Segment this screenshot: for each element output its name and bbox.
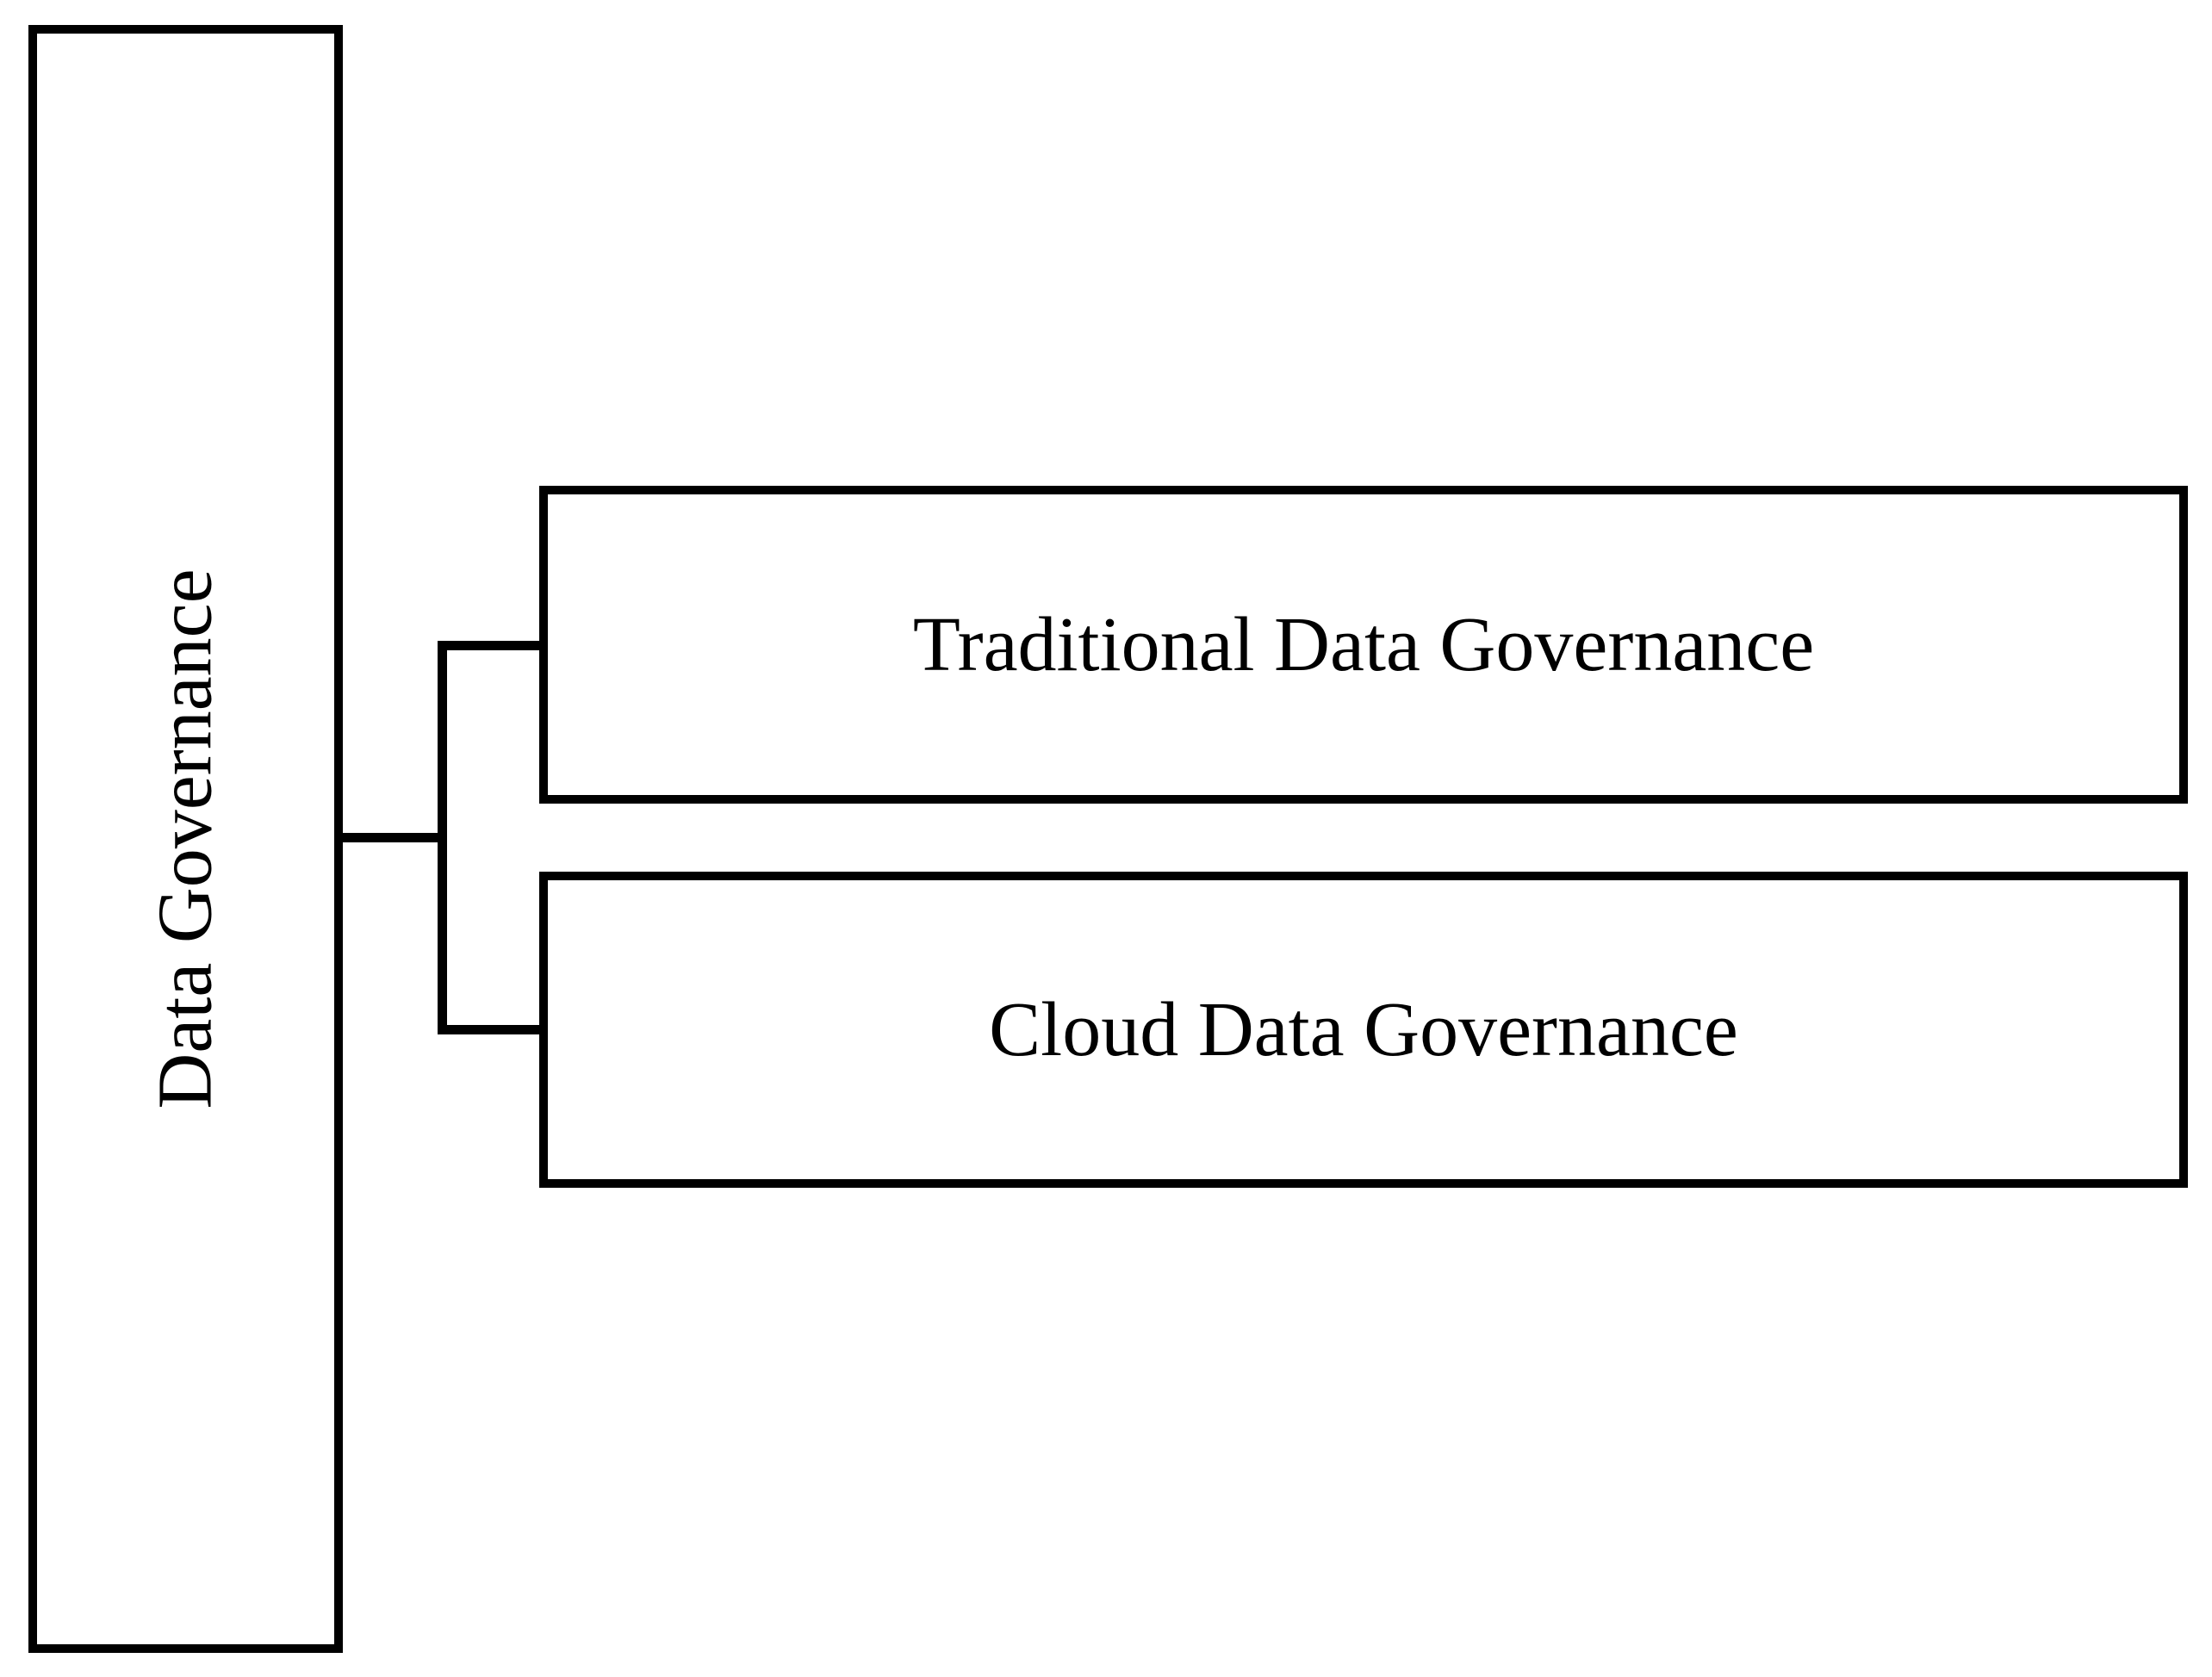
connector-vertical-trunk-line — [438, 641, 447, 1034]
traditional-node-label: Traditional Data Governance — [912, 601, 1815, 687]
connector-stub-cloud-line — [438, 1025, 539, 1034]
connector-root-feeder-line — [343, 833, 447, 842]
child-node-cloud-data-governance: Cloud Data Governance — [539, 872, 2188, 1188]
connector-stub-traditional-line — [438, 641, 539, 650]
cloud-node-label: Cloud Data Governance — [989, 986, 1738, 1072]
child-node-traditional-data-governance: Traditional Data Governance — [539, 486, 2188, 804]
root-node-label: Data Governance — [142, 568, 228, 1109]
root-node-data-governance: Data Governance — [28, 25, 343, 1653]
